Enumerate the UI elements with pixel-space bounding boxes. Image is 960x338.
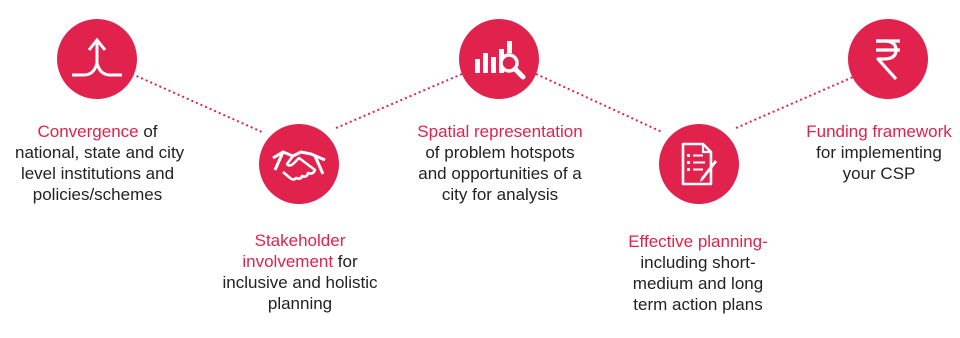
stakeholder-caption: Stakeholder involvement for inclusive an… (212, 230, 388, 314)
stakeholder-circle (259, 124, 339, 204)
chart-search-icon (475, 41, 526, 80)
funding-caption: Funding framework for implementing your … (798, 121, 960, 184)
spatial-caption: Spatial representation of problem hotspo… (400, 121, 600, 205)
planning-circle (659, 124, 739, 204)
convergence-arrow-icon (72, 37, 122, 77)
connector-1-2 (131, 73, 263, 133)
stakeholder-highlight: Stakeholder (254, 231, 346, 250)
funding-highlight: Funding framework (806, 122, 952, 141)
connector-3-4 (535, 73, 663, 133)
document-edit-icon (681, 142, 717, 186)
rupee-icon (876, 39, 900, 81)
planning-highlight: Effective planning- (628, 232, 768, 251)
funding-circle (848, 19, 928, 99)
handshake-icon (272, 150, 326, 181)
connector-4-5 (735, 73, 861, 129)
convergence-caption: Convergence of national, state and city … (15, 122, 185, 204)
connector-2-3 (335, 73, 463, 129)
spatial-highlight: Spatial representation (417, 122, 583, 141)
planning-caption: Effective planning- including short- med… (608, 231, 788, 315)
convergence-highlight: Convergence (37, 122, 139, 141)
convergence-circle (57, 19, 137, 99)
spatial-circle (459, 19, 539, 99)
